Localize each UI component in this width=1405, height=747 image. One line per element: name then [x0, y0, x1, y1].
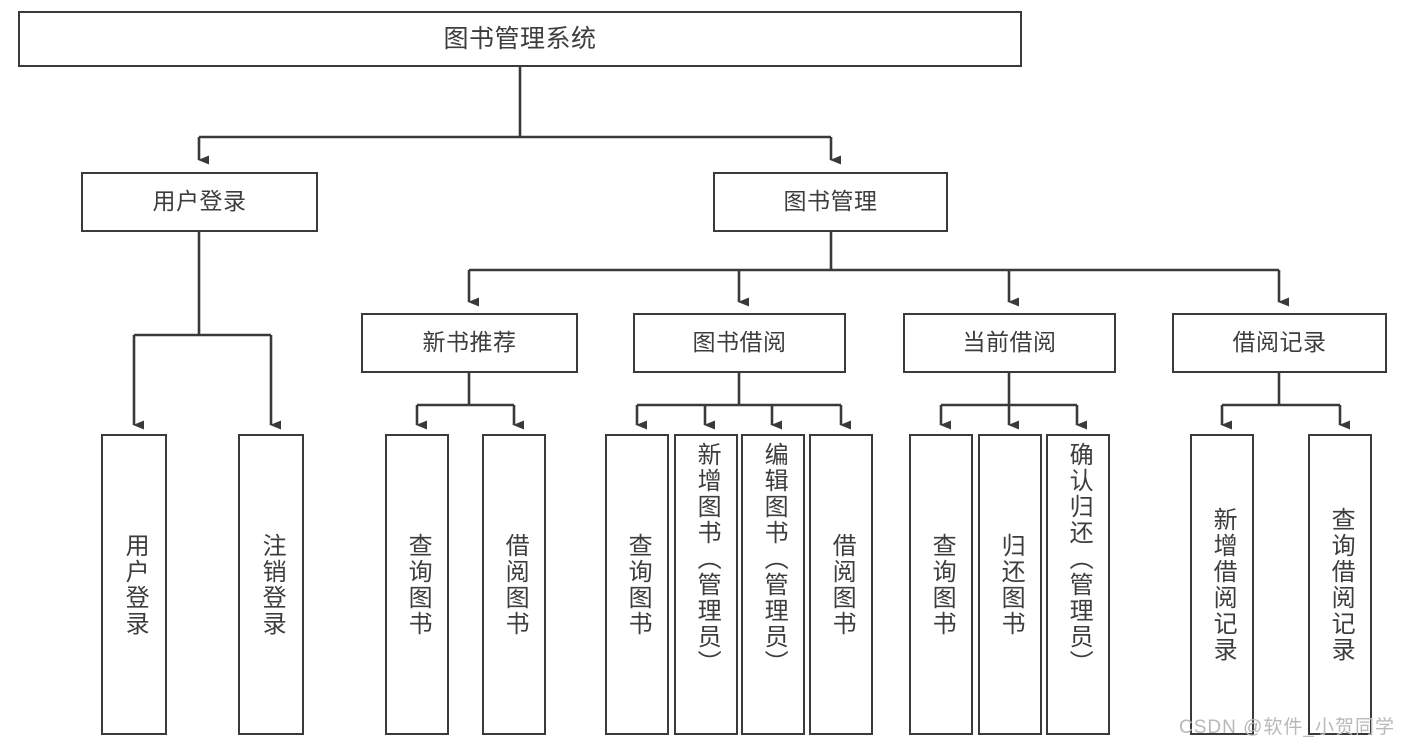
leaf-borrow-book-1-label: 借阅图书 — [501, 532, 529, 637]
node-book-manage-label: 图书管理 — [783, 188, 878, 215]
leaf-return-book[interactable]: 归还图书 — [978, 434, 1042, 735]
leaf-return-book-label: 归还图书 — [997, 532, 1025, 637]
leaf-edit-book-label: 编辑图书（管理员） — [760, 442, 788, 676]
node-book-manage[interactable]: 图书管理 — [713, 172, 948, 232]
node-new-book-rec[interactable]: 新书推荐 — [361, 313, 578, 373]
leaf-logout[interactable]: 注销登录 — [238, 434, 304, 735]
leaf-confirm-return-label: 确认归还（管理员） — [1065, 442, 1093, 676]
leaf-query-book-1[interactable]: 查询图书 — [385, 434, 449, 735]
node-book-borrow[interactable]: 图书借阅 — [633, 313, 846, 373]
leaf-edit-book[interactable]: 编辑图书（管理员） — [741, 434, 805, 735]
node-root-label: 图书管理系统 — [443, 25, 597, 53]
leaf-borrow-book-2[interactable]: 借阅图书 — [809, 434, 873, 735]
node-book-borrow-label: 图书借阅 — [692, 329, 787, 356]
node-borrow-record[interactable]: 借阅记录 — [1172, 313, 1387, 373]
leaf-borrow-book-1[interactable]: 借阅图书 — [482, 434, 546, 735]
node-borrow-record-label: 借阅记录 — [1232, 329, 1327, 356]
node-new-book-rec-label: 新书推荐 — [422, 329, 517, 356]
leaf-query-book-1-label: 查询图书 — [404, 532, 432, 637]
leaf-add-record[interactable]: 新增借阅记录 — [1190, 434, 1254, 735]
node-current-borrow[interactable]: 当前借阅 — [903, 313, 1116, 373]
leaf-query-record[interactable]: 查询借阅记录 — [1308, 434, 1372, 735]
node-user-login-label: 用户登录 — [152, 188, 247, 215]
leaf-query-book-3-label: 查询图书 — [928, 532, 956, 637]
leaf-user-login[interactable]: 用户登录 — [101, 434, 167, 735]
leaf-add-record-label: 新增借阅记录 — [1209, 506, 1237, 663]
leaf-add-book[interactable]: 新增图书（管理员） — [674, 434, 738, 735]
leaf-query-book-2-label: 查询图书 — [624, 532, 652, 637]
leaf-confirm-return[interactable]: 确认归还（管理员） — [1046, 434, 1110, 735]
node-root[interactable]: 图书管理系统 — [18, 11, 1022, 67]
leaf-logout-label: 注销登录 — [258, 532, 286, 637]
leaf-add-book-label: 新增图书（管理员） — [693, 442, 721, 676]
leaf-user-login-label: 用户登录 — [121, 532, 149, 637]
leaf-query-book-3[interactable]: 查询图书 — [909, 434, 973, 735]
leaf-query-record-label: 查询借阅记录 — [1327, 506, 1355, 663]
leaf-query-book-2[interactable]: 查询图书 — [605, 434, 669, 735]
leaf-borrow-book-2-label: 借阅图书 — [828, 532, 856, 637]
watermark: CSDN @软件_小贺同学 — [1179, 717, 1395, 738]
node-user-login[interactable]: 用户登录 — [81, 172, 318, 232]
node-current-borrow-label: 当前借阅 — [962, 329, 1057, 356]
